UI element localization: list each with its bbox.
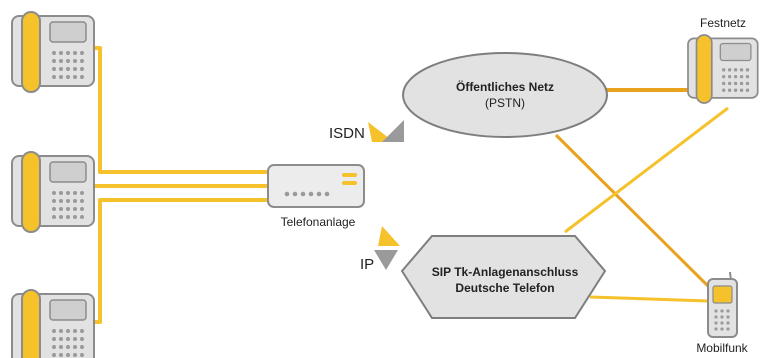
isdn-arrow-icon [368, 120, 404, 142]
landline-label: Festnetz [700, 16, 746, 30]
sip-trunk-line2: Deutsche Telefon [455, 281, 554, 295]
sip-trunk-line1: SIP Tk-Anlagenanschluss [432, 265, 579, 279]
desk-phone-3 [11, 289, 95, 358]
pbx-device [267, 164, 365, 208]
desk-phone-2 [11, 151, 95, 233]
mobile-label: Mobilfunk [696, 341, 748, 355]
line-pstn-mobilfunk [554, 133, 714, 292]
public-network-title: Öffentliches Netz [456, 79, 554, 94]
public-network-cloud [402, 52, 608, 138]
desk-phone-1 [11, 11, 95, 93]
ip-arrow-icon [374, 226, 400, 270]
line-phone3-pbx [82, 198, 268, 324]
line-sip-festnetz [564, 106, 729, 234]
ip-label: IP [360, 256, 374, 273]
public-network-subtitle: (PSTN) [485, 96, 525, 110]
line-sip-mobilfunk [589, 295, 709, 303]
isdn-label: ISDN [329, 125, 365, 142]
mobile-phone [707, 271, 738, 338]
pbx-label: Telefonanlage [281, 215, 356, 229]
line-phone1-pbx [82, 46, 268, 174]
landline-phone [687, 34, 759, 104]
sip-trunk-hexagon [400, 235, 607, 319]
